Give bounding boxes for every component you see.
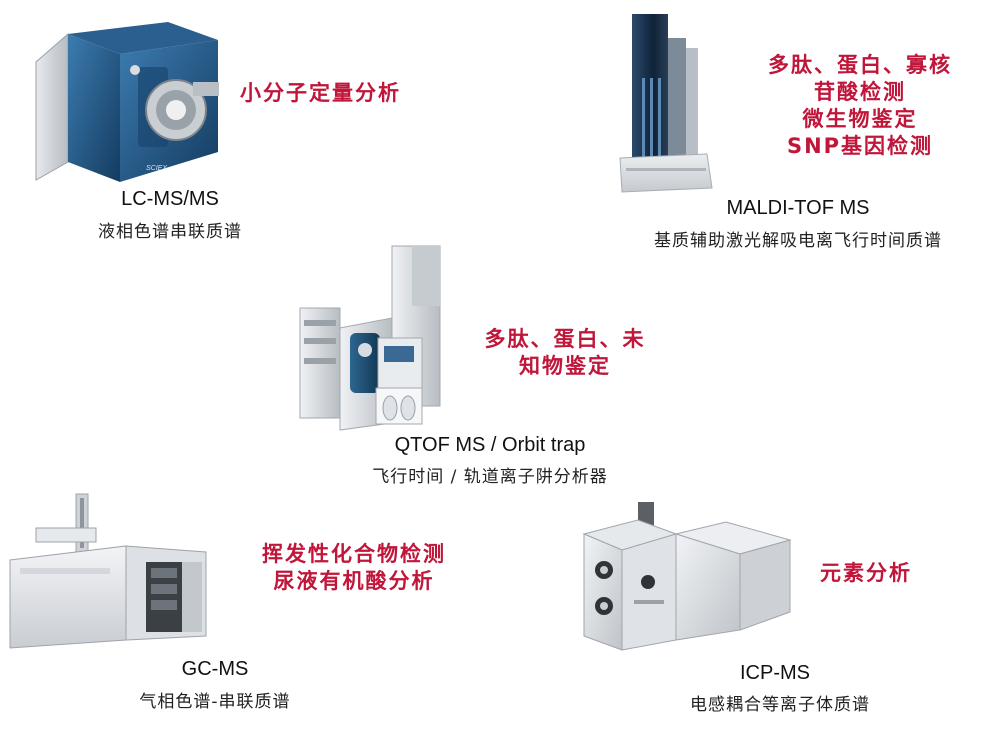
maldi-tof-applications: 多肽、蛋白、寡核 苷酸检测 微生物鉴定 SNP基因检测 (750, 52, 970, 160)
qtof-instrument-icon (299, 245, 441, 431)
instrument-name: GC-MS (181, 658, 249, 680)
instrument-chinese-name: 基质辅助激光解吸电离飞行时间质谱 (654, 231, 942, 251)
application-line: SNP基因检测 (786, 134, 934, 158)
application-line: 多肽、蛋白、寡核 (768, 53, 952, 77)
instrument-chinese-name: 飞行时间 / 轨道离子阱分析器 (372, 467, 608, 487)
gc-ms-applications: 挥发性化合物检测 尿液有机酸分析 (244, 541, 464, 595)
icp-ms-applications: 元素分析 (820, 560, 912, 587)
application-line: 苷酸检测 (814, 80, 906, 104)
instrument-name: LC-MS/MS (121, 188, 219, 210)
svg-text:SCIEX: SCIEX (146, 165, 167, 172)
application-line: 元素分析 (820, 561, 912, 585)
instrument-name: ICP-MS (740, 662, 810, 684)
application-line: 小分子定量分析 (240, 81, 401, 105)
instrument-chinese-name: 电感耦合等离子体质谱 (690, 695, 870, 715)
application-line: 知物鉴定 (519, 354, 611, 378)
instrument-chinese-name: 液相色谱串联质谱 (98, 222, 242, 242)
instrument-name: QTOF MS / Orbit trap (394, 434, 586, 456)
application-line: 多肽、蛋白、未 (484, 327, 646, 351)
instrument-name: MALDI-TOF MS (726, 197, 870, 219)
application-line: 尿液有机酸分析 (273, 569, 435, 593)
lc-ms-applications: 小分子定量分析 (240, 80, 401, 107)
maldi-tof-instrument-icon (619, 14, 713, 193)
icp-ms-instrument-icon (582, 502, 792, 651)
application-line: 微生物鉴定 (802, 107, 918, 131)
lc-ms-instrument-icon: SCIEX (35, 22, 219, 182)
instrument-chinese-name: 气相色谱-串联质谱 (139, 692, 291, 712)
application-line: 挥发性化合物检测 (262, 542, 446, 566)
gc-ms-instrument-icon (9, 493, 207, 649)
qtof-applications: 多肽、蛋白、未 知物鉴定 (460, 326, 670, 380)
